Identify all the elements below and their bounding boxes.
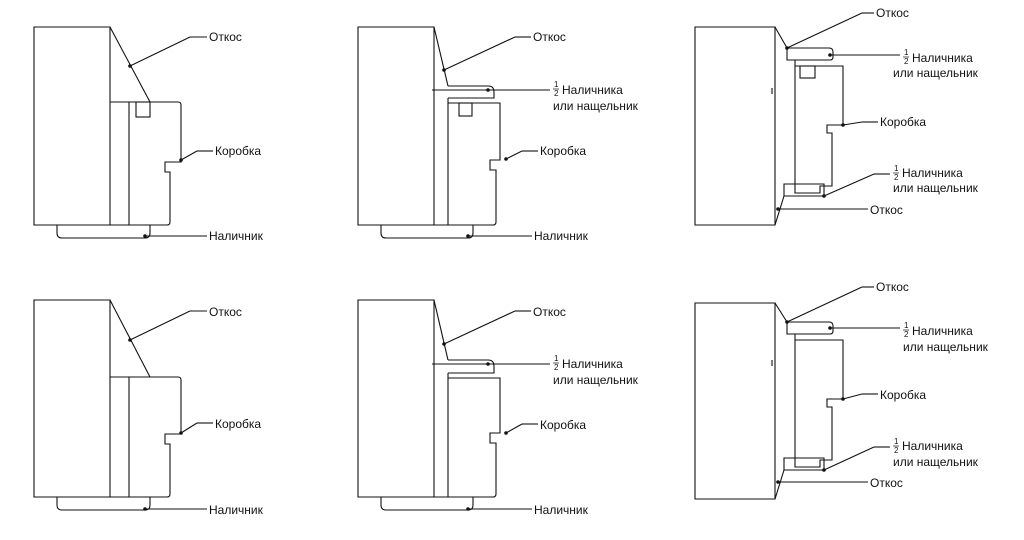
wall (357, 299, 435, 498)
leader-otkos (786, 286, 863, 323)
label-otkos: Откос (533, 30, 566, 44)
svg-text:2: 2 (894, 173, 899, 182)
leader-korobka (505, 423, 523, 434)
leader-otkos (129, 36, 191, 67)
svg-text:1: 1 (554, 80, 559, 89)
leader-korobka (180, 150, 198, 161)
casing (380, 225, 474, 239)
leader-korobka (842, 121, 863, 126)
label-korobka: Коробка (540, 418, 586, 432)
wall-slope (433, 299, 449, 361)
leader-half-bottom (823, 173, 875, 197)
panel-5: Откос 1 2 Наличника или нащельник Коробк… (357, 299, 639, 517)
doorstop (135, 101, 151, 118)
label-korobka: Коробка (880, 388, 926, 402)
label-otkos-bottom: Откос (870, 476, 903, 490)
leader-korobka (180, 422, 198, 434)
svg-text:2: 2 (894, 446, 899, 455)
leader-otkos (443, 36, 516, 71)
label-half-nalichnika-bottom: Наличника (902, 166, 963, 180)
label-otkos-top: Откос (876, 280, 909, 294)
svg-text:1: 1 (894, 164, 899, 173)
label-ili-nashchelnik-top: или нащельник (893, 66, 979, 80)
label-otkos-bottom: Откос (870, 203, 903, 217)
door-box (434, 98, 501, 226)
wall-slope (774, 302, 788, 323)
door-box (794, 60, 844, 194)
casing (56, 497, 151, 511)
label-otkos: Откос (533, 305, 566, 319)
casing (380, 497, 474, 511)
label-ili-nashchelnik: или нащельник (553, 99, 639, 113)
wall (694, 26, 776, 226)
svg-text:1: 1 (894, 437, 899, 446)
label-korobka: Коробка (880, 115, 926, 129)
casing (56, 225, 151, 239)
label-nalichnik: Наличник (209, 229, 264, 243)
doorstop (799, 65, 816, 79)
half-casing-top (786, 321, 834, 335)
half-casing (448, 359, 495, 374)
wall (694, 302, 776, 500)
svg-text:1: 1 (904, 321, 909, 330)
half-casing-bottom (783, 183, 825, 197)
panel-3: Откос 1 2 Наличника или нащельник Коробк… (694, 6, 979, 226)
door-box (110, 101, 182, 226)
half-casing-top (786, 47, 834, 61)
label-korobka: Коробка (540, 144, 586, 158)
wall-slope (774, 26, 788, 49)
panel-2: Откос 1 2 Наличника или нащельник Коробк… (357, 26, 639, 243)
label-nalichnik: Наличник (534, 503, 589, 517)
label-half-nalichnika-top: Наличника (912, 324, 973, 338)
svg-text:2: 2 (904, 330, 909, 339)
leader-otkos (129, 310, 191, 341)
doorstop (458, 102, 473, 117)
label-otkos: Откос (209, 305, 242, 319)
wall (33, 299, 111, 498)
label-otkos: Откос (209, 30, 242, 44)
wall-slope-bottom (774, 469, 785, 500)
panel-1: Откос Коробка Наличник (33, 26, 264, 243)
svg-text:2: 2 (904, 57, 909, 66)
label-half-nalichnika: Наличника (562, 83, 623, 97)
door-box (794, 334, 844, 468)
label-korobka: Коробка (215, 417, 261, 431)
label-nalichnik: Наличник (534, 229, 589, 243)
label-nalichnik: Наличник (209, 503, 264, 517)
wall (357, 26, 435, 226)
label-half-nalichnika: Наличника (562, 357, 623, 371)
label-ili-nashchelnik: или нащельник (553, 373, 639, 387)
leader-korobka (505, 150, 523, 160)
leader-otkos (443, 310, 516, 345)
door-box (434, 373, 501, 498)
svg-text:2: 2 (554, 89, 559, 98)
half-casing-bottom (783, 457, 825, 471)
leader-otkos (786, 12, 863, 49)
leader-korobka (842, 393, 863, 400)
panel-4: Откос Коробка Наличник (33, 299, 264, 517)
panel-6: Откос 1 2 Наличника или нащельник Коробк… (694, 280, 989, 500)
svg-text:1: 1 (554, 354, 559, 363)
label-half-nalichnika-top: Наличника (912, 51, 973, 65)
svg-text:2: 2 (554, 363, 559, 372)
wall (33, 26, 111, 226)
label-ili-nashchelnik-bottom: или нащельник (893, 455, 979, 469)
label-otkos-top: Откос (876, 6, 909, 20)
label-ili-nashchelnik-top: или нащельник (903, 340, 989, 354)
label-korobka: Коробка (215, 144, 261, 158)
svg-text:1: 1 (904, 48, 909, 57)
wall-slope (433, 26, 449, 87)
leader-half-bottom (823, 446, 875, 471)
half-casing (448, 85, 495, 99)
wall-slope-bottom (774, 195, 785, 226)
label-ili-nashchelnik-bottom: или нащельник (893, 181, 979, 195)
label-half-nalichnika-bottom: Наличника (902, 439, 963, 453)
door-box (110, 376, 182, 498)
